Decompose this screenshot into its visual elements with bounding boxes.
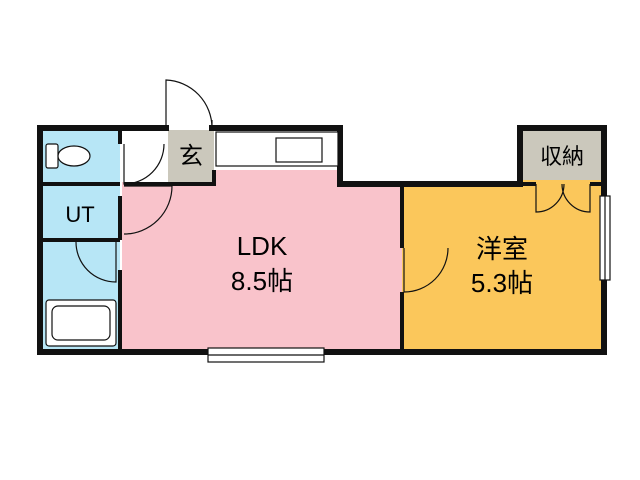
ldk-name: LDK	[237, 231, 288, 261]
hall-door-swing	[123, 185, 173, 235]
storage-area	[522, 130, 602, 180]
unit-bath-area	[40, 186, 120, 238]
western-window	[599, 195, 611, 281]
interior-walls	[40, 128, 604, 352]
walls	[37, 125, 607, 355]
entrance-label: 玄	[179, 143, 203, 170]
western-room-size: 5.3帖	[471, 268, 533, 298]
toilet-fixture	[45, 143, 91, 169]
western-room-name: 洋室	[476, 234, 528, 264]
bath-door-swing	[75, 241, 117, 283]
ldk-room	[122, 170, 402, 350]
ldk-size: 8.5帖	[231, 266, 293, 296]
closet-door-swing	[535, 183, 591, 213]
western-door-swing	[403, 247, 449, 293]
bathtub-fixture	[45, 299, 117, 347]
entrance-door-swing	[165, 79, 213, 129]
ldk-window	[207, 347, 325, 363]
toilet-door-swing	[123, 143, 165, 185]
unit-bath-label: UT	[65, 202, 94, 227]
storage-label: 収納	[540, 144, 584, 169]
kitchen-counter	[215, 131, 339, 167]
entrance-area	[168, 130, 214, 182]
hall-area	[120, 130, 176, 182]
